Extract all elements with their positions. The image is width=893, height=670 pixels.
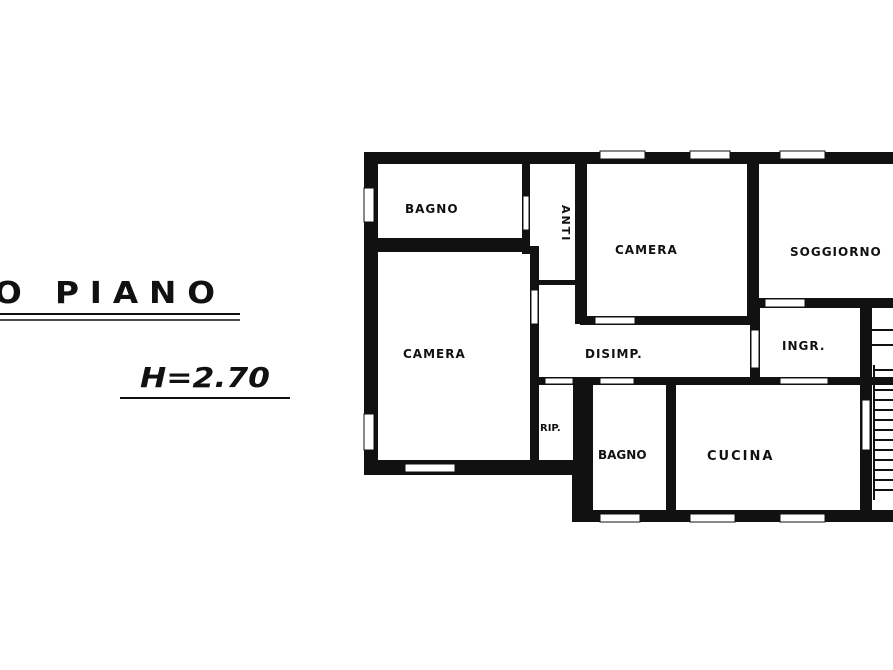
openings	[363, 150, 871, 523]
staircase	[862, 329, 893, 500]
room-label-ingr: INGR.	[782, 339, 825, 353]
room-label-cucina: CUCINA	[707, 449, 774, 464]
room-label-rip: RIP.	[540, 423, 561, 434]
floor-label: O PIANO	[0, 276, 226, 311]
room-label-anti: ANTI	[559, 205, 572, 242]
room-label-bagno-bottom: BAGNO	[598, 448, 647, 462]
room-label-camera-center: CAMERA	[615, 243, 678, 257]
room-label-disimp: DISIMP.	[585, 347, 643, 361]
ceiling-height-label: H=2.70	[140, 361, 270, 394]
room-label-camera-left: CAMERA	[403, 347, 466, 361]
room-labels: BAGNO ANTI CAMERA SOGGIORNO CAMERA DISIM…	[403, 202, 882, 464]
room-label-soggiorno: SOGGIORNO	[790, 245, 882, 259]
room-label-bagno-top: BAGNO	[405, 202, 459, 216]
